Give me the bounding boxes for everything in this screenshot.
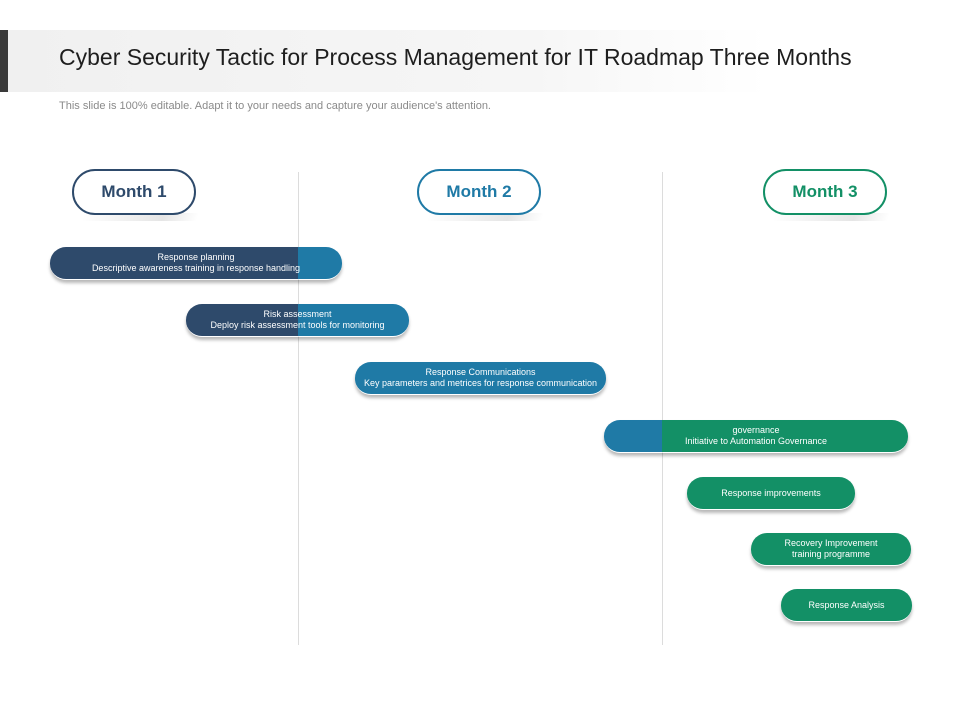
task-label: Response Analysis [781,589,912,621]
title-band [0,30,960,92]
task-title: governance [732,425,780,435]
task-title: Risk assessment [263,309,332,319]
task-bar-response-communications: Response Communications Key parameters a… [355,362,606,395]
bar-segment-month-2 [355,362,606,394]
task-bar-risk-assessment: Risk assessment Deploy risk assessment t… [186,304,409,337]
task-label: Recovery Improvement training programme [751,533,911,565]
bar-segment-month-3 [662,420,908,452]
bar-segment-month-2 [298,247,342,279]
task-title: Recovery Improvement [784,538,878,548]
bar-segment-month-3 [751,533,911,565]
task-bar-response-analysis: Response Analysis [781,589,912,622]
task-title: Response improvements [721,487,821,498]
task-bar-governance: governance Initiative to Automation Gove… [604,420,908,453]
slide-title: Cyber Security Tactic for Process Manage… [59,44,852,70]
bar-segment-month-1 [186,304,298,336]
task-bar-recovery-improvement: Recovery Improvement training programme [751,533,911,566]
task-bar-response-improvements: Response improvements [687,477,855,510]
month-2-pill: Month 2 [417,169,541,215]
bar-segment-month-3 [781,589,912,621]
task-label: Response Communications Key parameters a… [355,362,606,394]
month-1-header: Month 1 [72,169,200,225]
month-1-pill: Month 1 [72,169,196,215]
bar-segment-month-3 [687,477,855,509]
title-accent-bar [0,30,8,92]
month-2-header: Month 2 [417,169,545,225]
task-label: Risk assessment Deploy risk assessment t… [186,304,409,336]
column-divider-1 [298,172,299,645]
task-title: Response planning [157,252,235,262]
task-description: Initiative to Automation Governance [684,436,828,446]
task-title: Response Analysis [808,599,885,610]
bar-segment-month-2 [298,304,409,336]
slide-subtitle: This slide is 100% editable. Adapt it to… [59,100,491,112]
month-3-pill: Month 3 [763,169,887,215]
task-bar-response-planning: Response planning Descriptive awareness … [50,247,342,280]
task-description: Key parameters and metrices for response… [363,378,598,388]
column-divider-2 [662,172,663,645]
bar-segment-month-1 [50,247,298,279]
task-label: Response improvements [687,477,855,509]
month-3-header: Month 3 [763,169,891,225]
task-description: training programme [791,549,871,559]
task-label: Response planning Descriptive awareness … [50,247,342,279]
task-label: governance Initiative to Automation Gove… [604,420,908,452]
bar-segment-month-2 [604,420,662,452]
task-description: Deploy risk assessment tools for monitor… [210,320,385,330]
task-title: Response Communications [425,367,536,377]
task-description: Descriptive awareness training in respon… [91,263,301,273]
